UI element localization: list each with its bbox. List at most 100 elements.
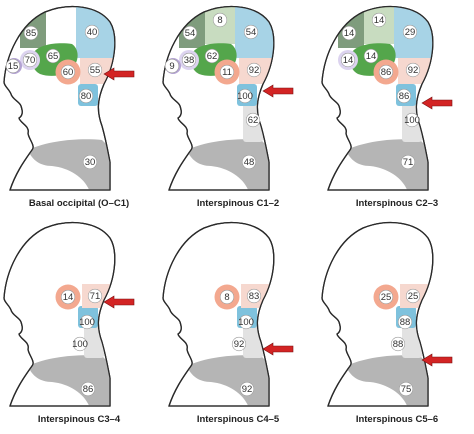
value-grey-upper-bubble: [404, 112, 420, 128]
value-grey-lower: 48: [244, 157, 255, 168]
value-ring-bubble: [219, 64, 235, 80]
value-grey-lower-bubble: [82, 154, 98, 170]
value-occipital-a-bubble: [182, 25, 198, 41]
panel-caption: Interspinous C3–4: [38, 414, 121, 425]
value-blue-neck-bubble: [79, 314, 95, 330]
value-eye-bubble: [181, 52, 197, 68]
occipital-dark-region: [338, 6, 364, 48]
value-ring-bubble: [378, 64, 394, 80]
value-purple-bubble: [164, 58, 180, 74]
value-ring: 11: [222, 67, 232, 78]
panel-caption: Interspinous C2–3: [356, 198, 438, 209]
value-green-bubble: [45, 48, 61, 64]
value-occipital-a-bubble: [341, 25, 357, 41]
head-outline-stroke: [3, 221, 116, 407]
value-grey-upper: 100: [404, 115, 420, 126]
value-occipital-a: 54: [185, 28, 196, 39]
value-grey-upper: 100: [72, 339, 88, 350]
value-pink: 92: [408, 65, 419, 76]
value-green: 62: [207, 51, 218, 62]
value-grey-lower-bubble: [239, 381, 255, 397]
lower-neck-region: [28, 355, 114, 406]
value-top-back: 40: [87, 27, 98, 38]
value-pink-bubble: [246, 288, 262, 304]
value-blue-neck-bubble: [396, 88, 412, 104]
value-top-back-bubble: [84, 24, 100, 40]
value-occipital-b-bubble: [212, 12, 228, 28]
panel-caption: Basal occipital (O–C1): [29, 198, 129, 209]
value-ring: 60: [63, 67, 74, 78]
value-grey-upper-bubble: [231, 336, 247, 352]
value-blue-neck-bubble: [237, 88, 253, 104]
value-eye: 14: [343, 55, 354, 66]
lower-neck-region: [28, 139, 114, 190]
panel-caption: Interspinous C1–2: [197, 198, 279, 209]
value-green: 14: [366, 51, 377, 62]
lower-neck-region: [187, 355, 273, 406]
value-top-back-bubble: [402, 24, 418, 40]
head-outline-stroke: [162, 5, 275, 191]
lower-neck-region: [346, 355, 432, 406]
value-blue-neck-bubble: [397, 314, 413, 330]
value-ring: 86: [381, 67, 392, 78]
value-pink-bubble: [405, 62, 421, 78]
value-grey-upper-bubble: [245, 112, 261, 128]
value-pink: 92: [249, 65, 260, 76]
value-grey-lower: 75: [401, 384, 412, 395]
value-grey-upper: 62: [248, 115, 259, 126]
value-pink-bubble: [405, 288, 421, 304]
value-purple: 15: [8, 61, 19, 72]
value-grey-upper-bubble: [390, 336, 406, 352]
value-ring: 14: [63, 292, 74, 303]
value-grey-lower-bubble: [241, 154, 257, 170]
value-grey-lower-bubble: [80, 381, 96, 397]
value-blue-neck: 100: [237, 91, 253, 102]
occipital-dark-region: [179, 6, 205, 48]
value-green-bubble: [204, 48, 220, 64]
level-arrow: [262, 342, 294, 356]
value-eye-bubble: [340, 52, 356, 68]
head-outline-stroke: [321, 221, 434, 407]
value-eye-bubble: [22, 52, 38, 68]
value-grey-lower-bubble: [398, 381, 414, 397]
occipital-dark-region: [20, 6, 46, 48]
value-grey-lower: 86: [83, 384, 94, 395]
value-grey-upper: 92: [234, 339, 245, 350]
value-occipital-b: 14: [374, 15, 385, 26]
value-green: 65: [48, 51, 59, 62]
value-blue-neck: 86: [399, 91, 410, 102]
value-ring: 25: [381, 292, 392, 303]
value-grey-upper: 88: [393, 339, 404, 350]
value-ring-bubble: [219, 289, 235, 305]
value-blue-neck: 100: [79, 317, 95, 328]
value-grey-lower: 71: [403, 157, 414, 168]
head-outline-stroke: [162, 221, 275, 407]
value-pink-bubble: [87, 288, 103, 304]
value-eye: 38: [184, 55, 195, 66]
head-outline-stroke: [321, 5, 434, 191]
value-blue-neck-bubble: [78, 88, 94, 104]
level-arrow: [103, 67, 135, 81]
value-grey-lower: 92: [242, 384, 253, 395]
value-grey-lower-bubble: [400, 154, 416, 170]
value-occipital-a: 85: [26, 28, 37, 39]
level-arrow: [103, 295, 135, 309]
value-green-bubble: [363, 48, 379, 64]
value-purple: 9: [169, 61, 174, 72]
panel-caption: Interspinous C4–5: [197, 414, 280, 425]
value-occipital-b: 8: [217, 15, 222, 26]
value-ring-bubble: [60, 289, 76, 305]
value-eye: 70: [25, 55, 36, 66]
panel-caption: Interspinous C5–6: [356, 414, 438, 425]
value-grey-upper-bubble: [72, 336, 88, 352]
value-pink: 71: [90, 291, 101, 302]
value-ring-bubble: [60, 64, 76, 80]
value-pink-bubble: [246, 62, 262, 78]
value-grey-lower: 30: [85, 157, 96, 168]
value-top-back: 54: [246, 27, 257, 38]
